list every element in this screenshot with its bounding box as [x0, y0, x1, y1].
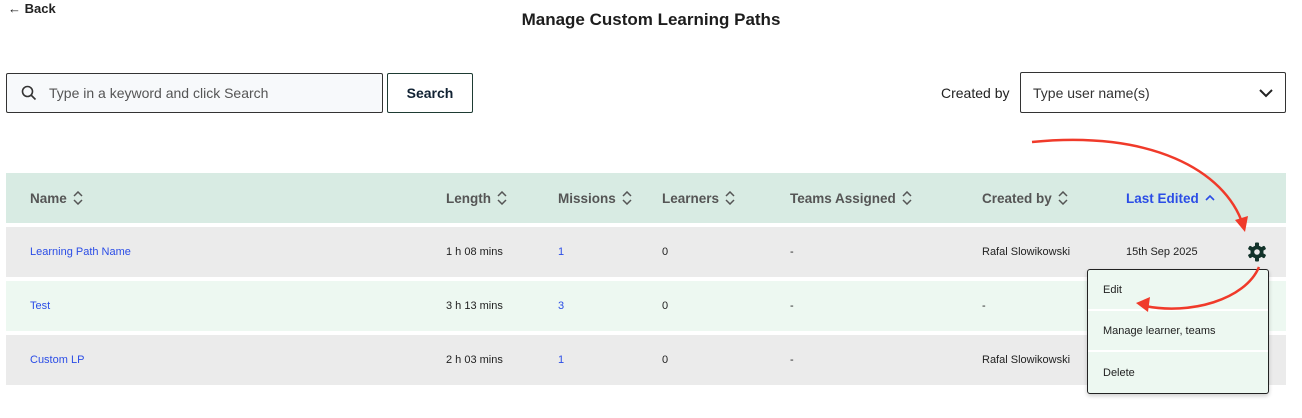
column-header-label: Created by: [982, 190, 1052, 206]
cell-missions[interactable]: 3: [558, 300, 565, 312]
menu-item-delete[interactable]: Delete: [1103, 366, 1135, 379]
column-header-label: Length: [446, 190, 491, 206]
sort-icon: [902, 191, 912, 205]
menu-item-edit[interactable]: Edit: [1088, 270, 1268, 311]
sort-icon: [497, 191, 507, 205]
search-button[interactable]: Search: [387, 73, 473, 113]
column-header-label: Teams Assigned: [790, 190, 896, 206]
back-link[interactable]: ← Back: [8, 1, 56, 16]
sort-icon: [73, 191, 83, 205]
cell-learners: 0: [662, 354, 669, 366]
cell-learners: 0: [662, 246, 669, 258]
column-header-last-edited[interactable]: Last Edited: [1126, 173, 1215, 223]
gear-icon[interactable]: [1247, 242, 1267, 267]
search-placeholder: Type in a keyword and click Search: [49, 85, 269, 101]
search-input[interactable]: Type in a keyword and click Search: [6, 73, 383, 113]
page-title: Manage Custom Learning Paths: [521, 10, 781, 29]
cell-missions[interactable]: 1: [558, 246, 565, 258]
cell-missions[interactable]: 1: [558, 354, 565, 366]
column-header-label: Missions: [558, 190, 616, 206]
search-icon: [21, 85, 37, 101]
created-by-placeholder: Type user name(s): [1033, 84, 1150, 101]
column-header-label: Learners: [662, 190, 720, 206]
cell-name[interactable]: Custom LP: [30, 354, 85, 366]
table-row: Custom LP 2 h 03 mins 1 0 - Rafal Slowikowski: [6, 335, 1286, 385]
column-header-teams-assigned[interactable]: Teams Assigned: [790, 173, 912, 223]
sort-icon: [622, 191, 632, 205]
column-header-learners[interactable]: Learners: [662, 173, 735, 223]
created-by-select[interactable]: Type user name(s): [1020, 72, 1286, 113]
sort-asc-icon: [1205, 194, 1215, 201]
cell-learners: 0: [662, 300, 669, 312]
cell-created-by: Rafal Slowikowski: [982, 354, 1071, 366]
column-header-length[interactable]: Length: [446, 173, 507, 223]
menu-item-manage-learners-teams[interactable]: Manage learner, teams: [1088, 311, 1268, 352]
table-row: Test 3 h 13 mins 3 0 - -: [6, 281, 1286, 331]
cell-created-by: -: [982, 300, 986, 312]
column-header-missions[interactable]: Missions: [558, 173, 632, 223]
cell-length: 2 h 03 mins: [446, 354, 503, 366]
actions-menu: Edit Manage learner, teams Delete: [1087, 269, 1269, 394]
sort-icon: [1058, 191, 1068, 205]
cell-teams: -: [790, 300, 794, 312]
cell-name[interactable]: Test: [30, 300, 51, 312]
table-row: Learning Path Name 1 h 08 mins 1 0 - Rafal Sl…: [6, 227, 1286, 277]
cell-teams: -: [790, 246, 794, 258]
table-header: Name Length Missions Learners Teams Assigned…: [6, 173, 1286, 223]
column-header-name[interactable]: Name: [30, 173, 83, 223]
chevron-down-icon: [1259, 88, 1273, 97]
column-header-created-by[interactable]: Created by: [982, 173, 1068, 223]
cell-created-by: Rafal Slowikowski: [982, 246, 1071, 258]
column-header-label: Name: [30, 190, 67, 206]
cell-length: 1 h 08 mins: [446, 246, 503, 258]
cell-name[interactable]: Learning Path Name: [30, 246, 131, 258]
cell-teams: -: [790, 354, 794, 366]
sort-icon: [725, 191, 735, 205]
created-by-label: Created by: [941, 85, 1010, 101]
column-header-label: Last Edited: [1126, 190, 1199, 206]
cell-length: 3 h 13 mins: [446, 300, 503, 312]
cell-last-edited: 15th Sep 2025: [1126, 246, 1198, 258]
